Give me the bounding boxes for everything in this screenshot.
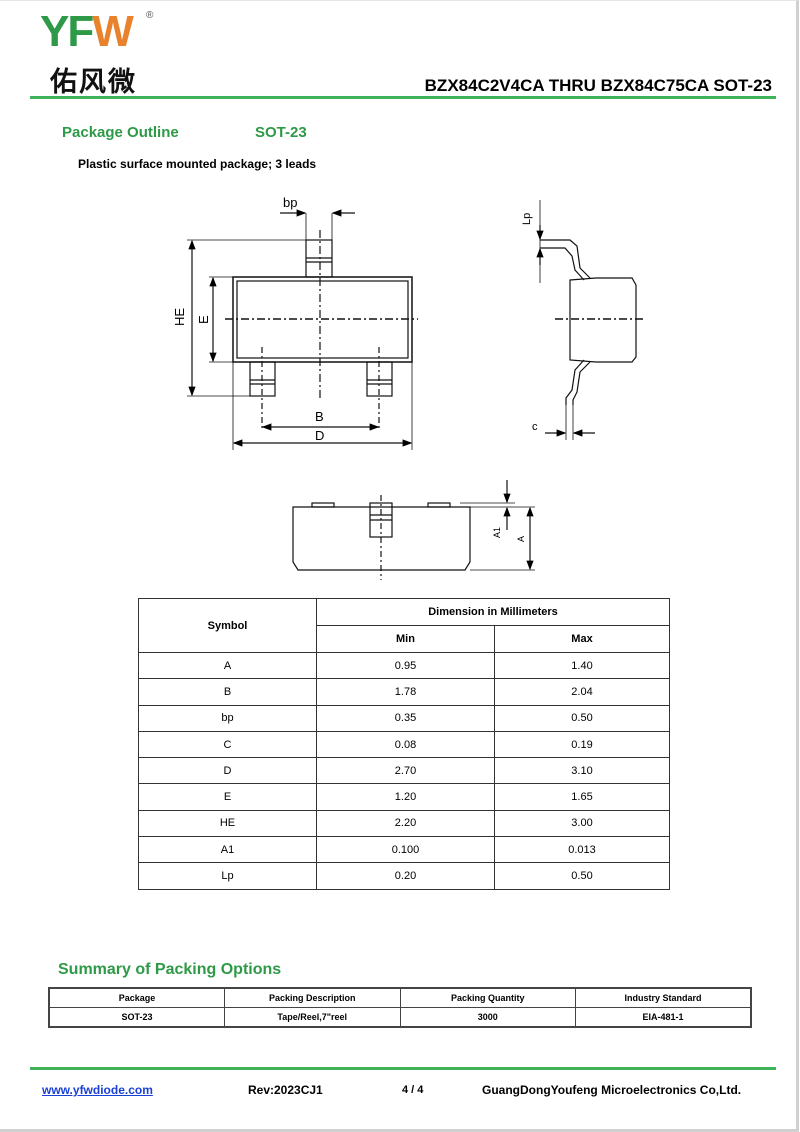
cell-packing-quantity: 3000 xyxy=(399,1007,576,1028)
cell-min: 1.78 xyxy=(316,678,495,706)
cell-symbol: D xyxy=(138,757,317,785)
cell-min: 0.20 xyxy=(316,862,495,890)
logo-chinese: 佑风微 xyxy=(50,67,137,98)
label-he: HE xyxy=(172,308,187,326)
label-a: A xyxy=(516,536,526,542)
label-lp: Lp xyxy=(521,213,533,225)
cell-max: 1.40 xyxy=(494,651,670,680)
dimension-table: Symbol Dimension in Millimeters Min Max … xyxy=(138,598,670,890)
header-packing-description: Packing Description xyxy=(224,987,401,1008)
website-link[interactable]: www.yfwdiode.com xyxy=(42,1083,153,1097)
logo-w: W xyxy=(92,7,134,56)
cell-symbol: B xyxy=(138,678,317,706)
header-industry-standard: Industry Standard xyxy=(575,987,752,1008)
label-b: B xyxy=(315,409,324,424)
cell-symbol: Lp xyxy=(138,862,317,890)
cell-max: 1.65 xyxy=(494,783,670,811)
cell-packing-description: Tape/Reel,7"reel xyxy=(224,1007,401,1028)
packing-table: Package Packing Description Packing Quan… xyxy=(48,987,752,1028)
cell-symbol: C xyxy=(138,730,317,759)
cell-min: 0.100 xyxy=(316,836,495,864)
package-description: Plastic surface mounted package; 3 leads xyxy=(78,157,317,171)
cell-max: 2.04 xyxy=(494,678,670,706)
top-view xyxy=(187,209,418,450)
cell-min: 1.20 xyxy=(316,783,495,811)
cell-symbol: A1 xyxy=(138,836,317,864)
cell-industry-standard: EIA-481-1 xyxy=(575,1007,752,1028)
label-e: E xyxy=(196,315,211,324)
company-logo: YFW xyxy=(40,7,134,56)
label-d: D xyxy=(315,428,324,443)
cell-symbol: A xyxy=(138,651,317,680)
page-number: 4 / 4 xyxy=(402,1084,424,1096)
section-heading-package-outline: Package Outline xyxy=(62,124,179,141)
cell-max: 3.00 xyxy=(494,809,670,838)
header-package: Package xyxy=(48,987,225,1008)
cell-max: 0.50 xyxy=(494,704,670,732)
document-title: BZX84C2V4CA THRU BZX84C75CA SOT-23 xyxy=(424,76,772,95)
section-heading-packing: Summary of Packing Options xyxy=(58,961,282,978)
front-view xyxy=(292,480,535,580)
cell-symbol: HE xyxy=(138,809,317,838)
cell-min: 2.70 xyxy=(316,757,495,785)
cell-max: 3.10 xyxy=(494,757,670,785)
header-max: Max xyxy=(494,625,670,653)
header-dimension-group: Dimension in Millimeters xyxy=(316,598,670,626)
label-a1: A1 xyxy=(492,527,502,538)
registered-mark: ® xyxy=(146,10,154,21)
cell-max: 0.013 xyxy=(494,836,670,864)
package-name: SOT-23 xyxy=(255,124,307,141)
cell-symbol: E xyxy=(138,783,317,811)
header-min: Min xyxy=(316,625,495,653)
cell-min: 0.95 xyxy=(316,651,495,680)
header-divider xyxy=(30,96,776,99)
header-symbol: Symbol xyxy=(138,598,317,653)
cell-max: 0.19 xyxy=(494,730,670,759)
cell-symbol: bp xyxy=(138,704,317,732)
label-bp: bp xyxy=(283,195,297,210)
cell-max: 0.50 xyxy=(494,862,670,890)
cell-min: 0.08 xyxy=(316,730,495,759)
cell-min: 0.35 xyxy=(316,704,495,732)
revision: Rev:2023CJ1 xyxy=(248,1083,323,1097)
header-packing-quantity: Packing Quantity xyxy=(399,987,576,1008)
cell-package: SOT-23 xyxy=(48,1007,225,1028)
company-name: GuangDongYoufeng Microelectronics Co,Ltd… xyxy=(482,1083,742,1097)
logo-yf: YF xyxy=(40,7,94,56)
cell-min: 2.20 xyxy=(316,809,495,838)
side-view xyxy=(536,200,645,440)
footer-divider xyxy=(30,1067,776,1070)
label-c: c xyxy=(532,421,538,433)
table-row: SOT-23 Tape/Reel,7"reel 3000 EIA-481-1 xyxy=(48,1007,752,1028)
